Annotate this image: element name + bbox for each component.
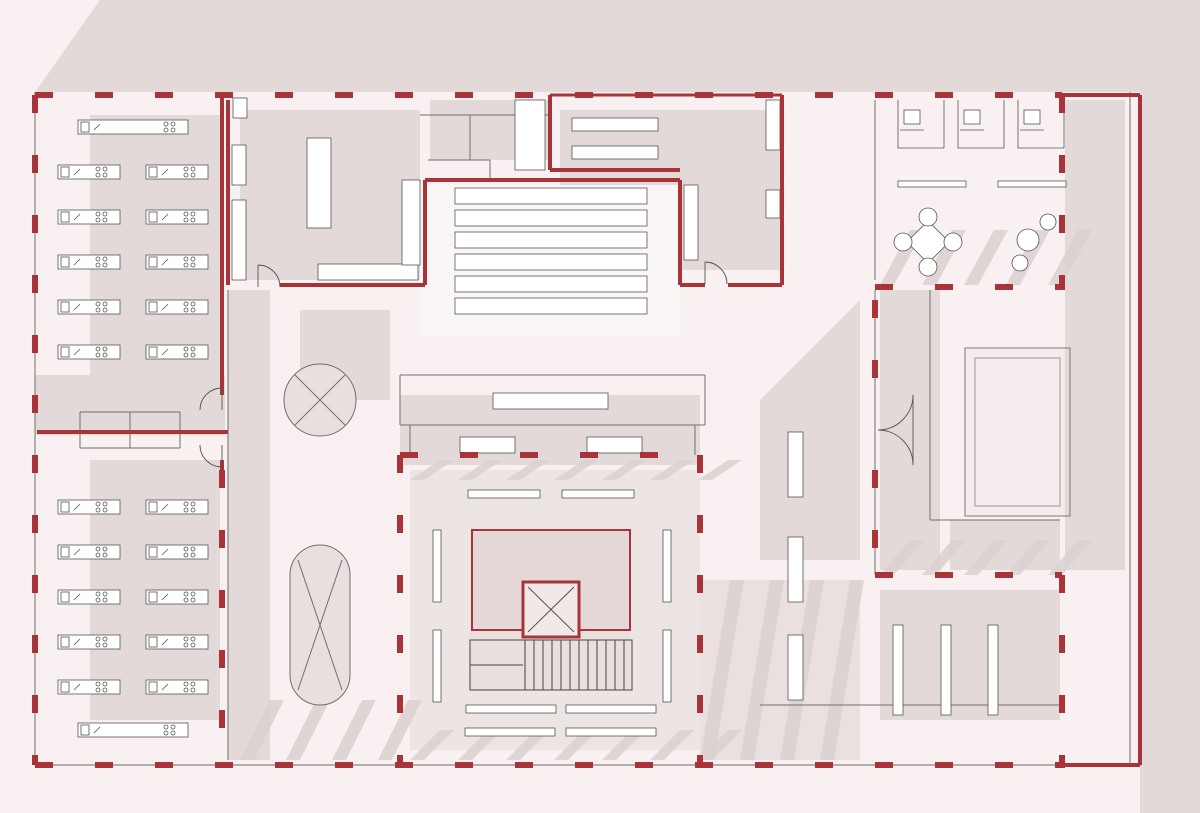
service-hatch: [514, 99, 546, 171]
auditorium-seat-row: [454, 275, 648, 293]
hall-counter: [492, 392, 609, 410]
kitchen-station-icon: [57, 589, 121, 605]
desk-partition: [1017, 100, 1065, 149]
round-table-icon: [1016, 228, 1040, 252]
storage-rack: [987, 624, 999, 716]
chair-icon: [1011, 254, 1029, 272]
kitchen-station-icon: [145, 679, 209, 695]
auditorium-seat-row: [454, 209, 648, 227]
kitchen-station-icon: [57, 209, 121, 225]
lounge-shelf: [997, 180, 1067, 188]
kitchen-station-icon: [145, 344, 209, 360]
fixtures: [57, 97, 1067, 738]
display-plinth: [464, 727, 556, 737]
display-panel: [432, 529, 442, 603]
exhibit-panel: [787, 431, 804, 498]
elevator-icon: [471, 529, 631, 639]
storage-rack: [940, 624, 952, 716]
display-plinth: [565, 704, 657, 714]
chair-icon: [1020, 109, 1044, 131]
service-sink: [765, 99, 781, 151]
round-drum: [283, 363, 357, 437]
kitchen-station-icon: [57, 679, 121, 695]
walls: [32, 92, 1142, 768]
storage-crate: [571, 145, 659, 160]
storage-rack: [892, 624, 904, 716]
display-plinth: [561, 489, 635, 499]
kitchen-station-icon: [145, 499, 209, 515]
kitchen-station-icon: [57, 254, 121, 270]
chair-icon: [960, 109, 984, 131]
storage-crate: [571, 117, 659, 132]
service-counter: [765, 189, 781, 219]
auditorium-seat-row: [454, 187, 648, 205]
bench: [586, 436, 643, 454]
exhibit-panel: [787, 536, 804, 603]
lounge-shelf: [897, 180, 967, 188]
kitchen-station-icon: [145, 164, 209, 180]
kitchen-station-icon: [145, 254, 209, 270]
auditorium-seat-row: [454, 253, 648, 271]
oval-capsule: [289, 544, 351, 706]
courtyard-pool: [964, 347, 1071, 517]
desk-partition: [897, 100, 945, 149]
desk-partition: [957, 100, 1005, 149]
prep-vent: [232, 97, 248, 119]
stair-icon: [469, 639, 633, 691]
kitchen-station-icon: [57, 299, 121, 315]
kitchen-station-icon: [57, 544, 121, 560]
kitchen-station-icon: [145, 544, 209, 560]
bench: [459, 436, 516, 454]
exhibit-panel: [787, 634, 804, 701]
chair-icon: [900, 109, 924, 131]
chair-icon: [1039, 213, 1057, 231]
display-plinth: [465, 704, 557, 714]
kitchen-station-icon: [57, 499, 121, 515]
kitchen-station-icon: [77, 119, 189, 135]
display-panel: [432, 629, 442, 703]
service-locker: [683, 184, 699, 261]
display-panel: [662, 529, 672, 603]
prep-island: [306, 137, 332, 229]
door-swing-icon: [199, 261, 914, 468]
prep-sink: [231, 144, 247, 186]
kitchen-station-icon: [145, 209, 209, 225]
kitchen-station-icon: [145, 634, 209, 650]
auditorium-seat-row: [454, 231, 648, 249]
prep-storage: [231, 199, 247, 281]
display-plinth: [565, 727, 657, 737]
prep-counter: [317, 263, 419, 281]
auditorium-seat-row: [454, 297, 648, 315]
kitchen-station-icon: [145, 299, 209, 315]
kitchen-station-icon: [57, 344, 121, 360]
kitchen-station-icon: [57, 634, 121, 650]
display-panel: [662, 629, 672, 703]
display-plinth: [467, 489, 541, 499]
round-table-icon: [893, 207, 963, 277]
prep-counter-side: [401, 179, 421, 266]
kitchen-station-icon: [145, 589, 209, 605]
kitchen-station-icon: [77, 722, 189, 738]
kitchen-station-icon: [57, 164, 121, 180]
